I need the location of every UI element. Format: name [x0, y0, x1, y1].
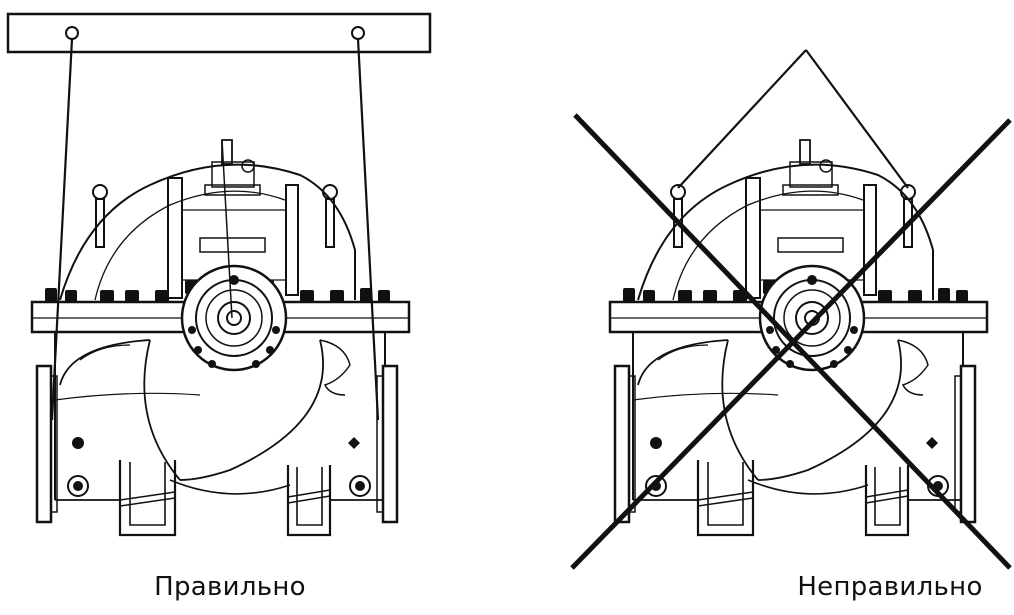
left-sling — [50, 38, 74, 421]
caption-correct: Правильно — [154, 572, 306, 602]
incorrect-lifting-diagram — [570, 49, 1012, 570]
right-sling — [356, 38, 380, 421]
caption-incorrect: Неправильно — [797, 572, 983, 602]
right-hook-eye — [351, 26, 365, 40]
correct-lifting-diagram — [6, 12, 432, 537]
pump-correct — [30, 138, 411, 537]
sling-left — [677, 49, 807, 189]
sling-right — [805, 49, 909, 189]
center-line — [221, 139, 233, 319]
left-hook-eye — [65, 26, 79, 40]
cross-line-2 — [570, 118, 1012, 570]
